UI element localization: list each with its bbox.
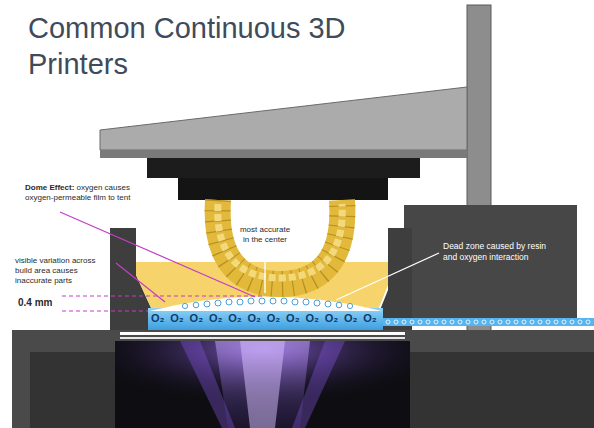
oxygen-dots <box>386 320 590 324</box>
callout-text: Dome Effect: <box>25 183 74 192</box>
callout-text: most accurate in the center <box>236 225 294 245</box>
light-glow <box>115 341 410 428</box>
dimension-line <box>62 311 148 312</box>
oxygen-symbol: O₂ <box>305 311 323 325</box>
oxygen-symbol: O₂ <box>286 311 304 325</box>
light-beam <box>292 341 345 428</box>
oxygen-film <box>148 308 383 330</box>
title: Common Continuous 3D Printers <box>28 10 368 82</box>
oxygen-symbol: O₂ <box>267 311 285 325</box>
arm <box>100 87 467 150</box>
dome-film <box>150 297 382 312</box>
callout-text: Dead zone caused by resin and oxygen int… <box>443 241 561 263</box>
light-chamber <box>115 341 410 428</box>
arm-strip <box>100 150 467 158</box>
dimension-line <box>62 296 262 297</box>
oxygen-bubbles <box>182 298 352 309</box>
oxygen-symbol: O₂ <box>190 311 208 325</box>
tooth-highlight <box>218 204 342 278</box>
housing-box <box>404 205 577 318</box>
oxygen-symbol: O₂ <box>363 311 381 325</box>
build-plate-inner <box>178 178 388 200</box>
dental-model <box>218 200 343 284</box>
base <box>12 330 594 428</box>
callout-text: 0.4 mm <box>18 297 62 309</box>
build-plate <box>147 158 420 178</box>
oxygen-symbol: O₂ <box>228 311 246 325</box>
window <box>120 337 405 339</box>
oxygen-tail <box>383 318 594 326</box>
tooth-gaps <box>218 200 343 284</box>
oxygen-symbol: O₂ <box>248 311 266 325</box>
oxygen-symbol: O₂ <box>325 311 343 325</box>
oxygen-symbol: O₂ <box>170 311 188 325</box>
callout-text: Dome Effect: oxygen causes oxygen-permea… <box>25 183 143 203</box>
window <box>120 332 405 335</box>
leader-line <box>264 250 265 293</box>
leader-line <box>60 212 255 297</box>
light-beam <box>180 341 235 428</box>
light-beam <box>240 341 285 428</box>
leader-line <box>336 253 439 300</box>
oxygen-symbol: O₂ <box>209 311 227 325</box>
callout-text: visible variation across build area caus… <box>15 256 107 286</box>
oxygen-symbol: O₂ <box>344 311 362 325</box>
oxygen-symbol: O₂ <box>151 311 169 325</box>
